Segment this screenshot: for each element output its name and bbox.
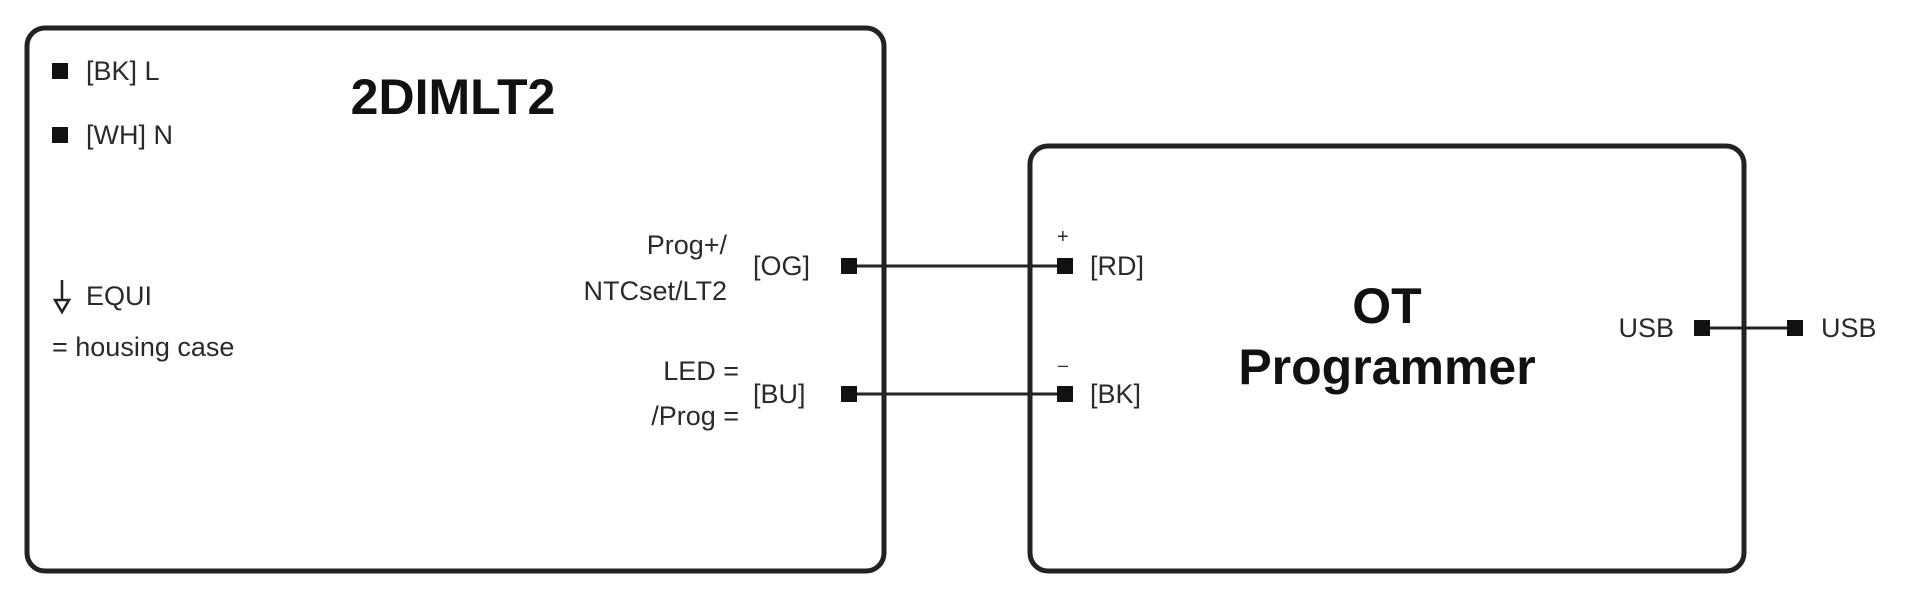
terminal-rd (1057, 258, 1073, 274)
terminal-usb-external (1787, 320, 1803, 336)
ground-icon (52, 280, 72, 315)
terminal-bu-color: [BU] (753, 379, 806, 409)
terminal-og (841, 258, 857, 274)
terminal-bu-function-1: LED = (663, 356, 739, 386)
input-rd-color: [RD] (1090, 251, 1144, 281)
external-usb-label: USB (1821, 313, 1877, 343)
terminal-bu (841, 386, 857, 402)
programmer-usb-label: USB (1618, 313, 1674, 343)
device-title: 2DIMLT2 (350, 69, 556, 125)
ground-label: EQUI (86, 281, 153, 311)
terminal-og-function-2: NTCset/LT2 (583, 276, 727, 306)
mains-label-n: [WH] N (86, 120, 173, 150)
terminal-l (52, 63, 68, 79)
terminal-n (52, 127, 68, 143)
terminal-bk (1057, 386, 1073, 402)
input-minus-polarity: – (1058, 355, 1069, 375)
input-bk-color: [BK] (1090, 379, 1142, 409)
terminal-og-color: [OG] (753, 251, 811, 281)
programmer-title-line1: OT (1352, 278, 1422, 334)
terminal-usb-programmer (1694, 320, 1710, 336)
device-box (24, 25, 887, 574)
input-plus-polarity: + (1057, 226, 1069, 248)
mains-label-l: [BK] L (86, 56, 160, 86)
terminal-og-function-1: Prog+/ (646, 230, 727, 260)
ground-note: = housing case (52, 332, 235, 362)
programmer-box (1027, 143, 1747, 574)
terminal-bu-function-2: /Prog = (651, 401, 739, 431)
programmer-title-line2: Programmer (1238, 339, 1536, 395)
